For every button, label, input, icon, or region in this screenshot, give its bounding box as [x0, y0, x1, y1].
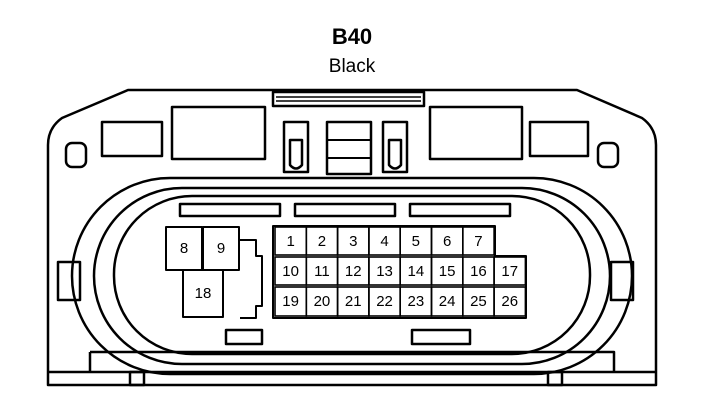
connector-code: B40 — [331, 24, 373, 49]
pin-7: 7 — [474, 232, 483, 250]
top-block-left — [170, 105, 267, 161]
connector-color: Black — [328, 56, 376, 77]
pin-1: 1 — [286, 232, 295, 250]
pin-23: 23 — [407, 293, 425, 310]
latch-post-center — [325, 120, 373, 176]
pin-24: 24 — [438, 293, 456, 310]
pin-cell — [493, 286, 527, 317]
seal-outer — [70, 176, 634, 376]
pin-6: 6 — [442, 232, 452, 250]
pin-3: 3 — [349, 232, 358, 250]
pin-4: 4 — [380, 232, 389, 250]
pin-13: 13 — [376, 262, 393, 280]
seal-middle — [92, 186, 612, 366]
pin-17: 17 — [501, 262, 519, 280]
pin-22: 22 — [376, 293, 393, 310]
pin-18: 18 — [194, 285, 212, 302]
pin-15: 15 — [438, 262, 456, 280]
pin-11: 11 — [314, 262, 330, 280]
latch-tab — [271, 90, 426, 108]
pin-8: 8 — [179, 240, 189, 257]
top-block-right-outer — [528, 120, 590, 158]
pin-19: 19 — [282, 293, 299, 310]
housing-outline — [46, 88, 658, 387]
side-tab-left — [56, 260, 82, 302]
latch-post-right — [381, 120, 409, 174]
pin-9: 9 — [216, 240, 226, 257]
top-block-left-outer — [100, 120, 164, 158]
pin-12: 12 — [344, 262, 362, 280]
seal-inner — [112, 194, 592, 356]
pin-2: 2 — [317, 232, 327, 250]
clip-right — [596, 141, 620, 169]
pin-25: 25 — [470, 293, 487, 310]
clip-left — [64, 141, 88, 169]
pin-cell — [461, 226, 495, 256]
pin-21: 21 — [344, 293, 362, 310]
pin-14: 14 — [407, 262, 425, 280]
latch-post-left — [282, 120, 310, 174]
top-block-right — [428, 105, 524, 161]
pin-10: 10 — [282, 262, 299, 280]
pin-26: 26 — [501, 293, 519, 310]
pin-20: 20 — [313, 293, 331, 310]
pin-grid-outline — [272, 225, 527, 319]
pin-16: 16 — [470, 262, 487, 280]
pin-5: 5 — [411, 232, 420, 250]
pin-cell — [493, 256, 527, 286]
